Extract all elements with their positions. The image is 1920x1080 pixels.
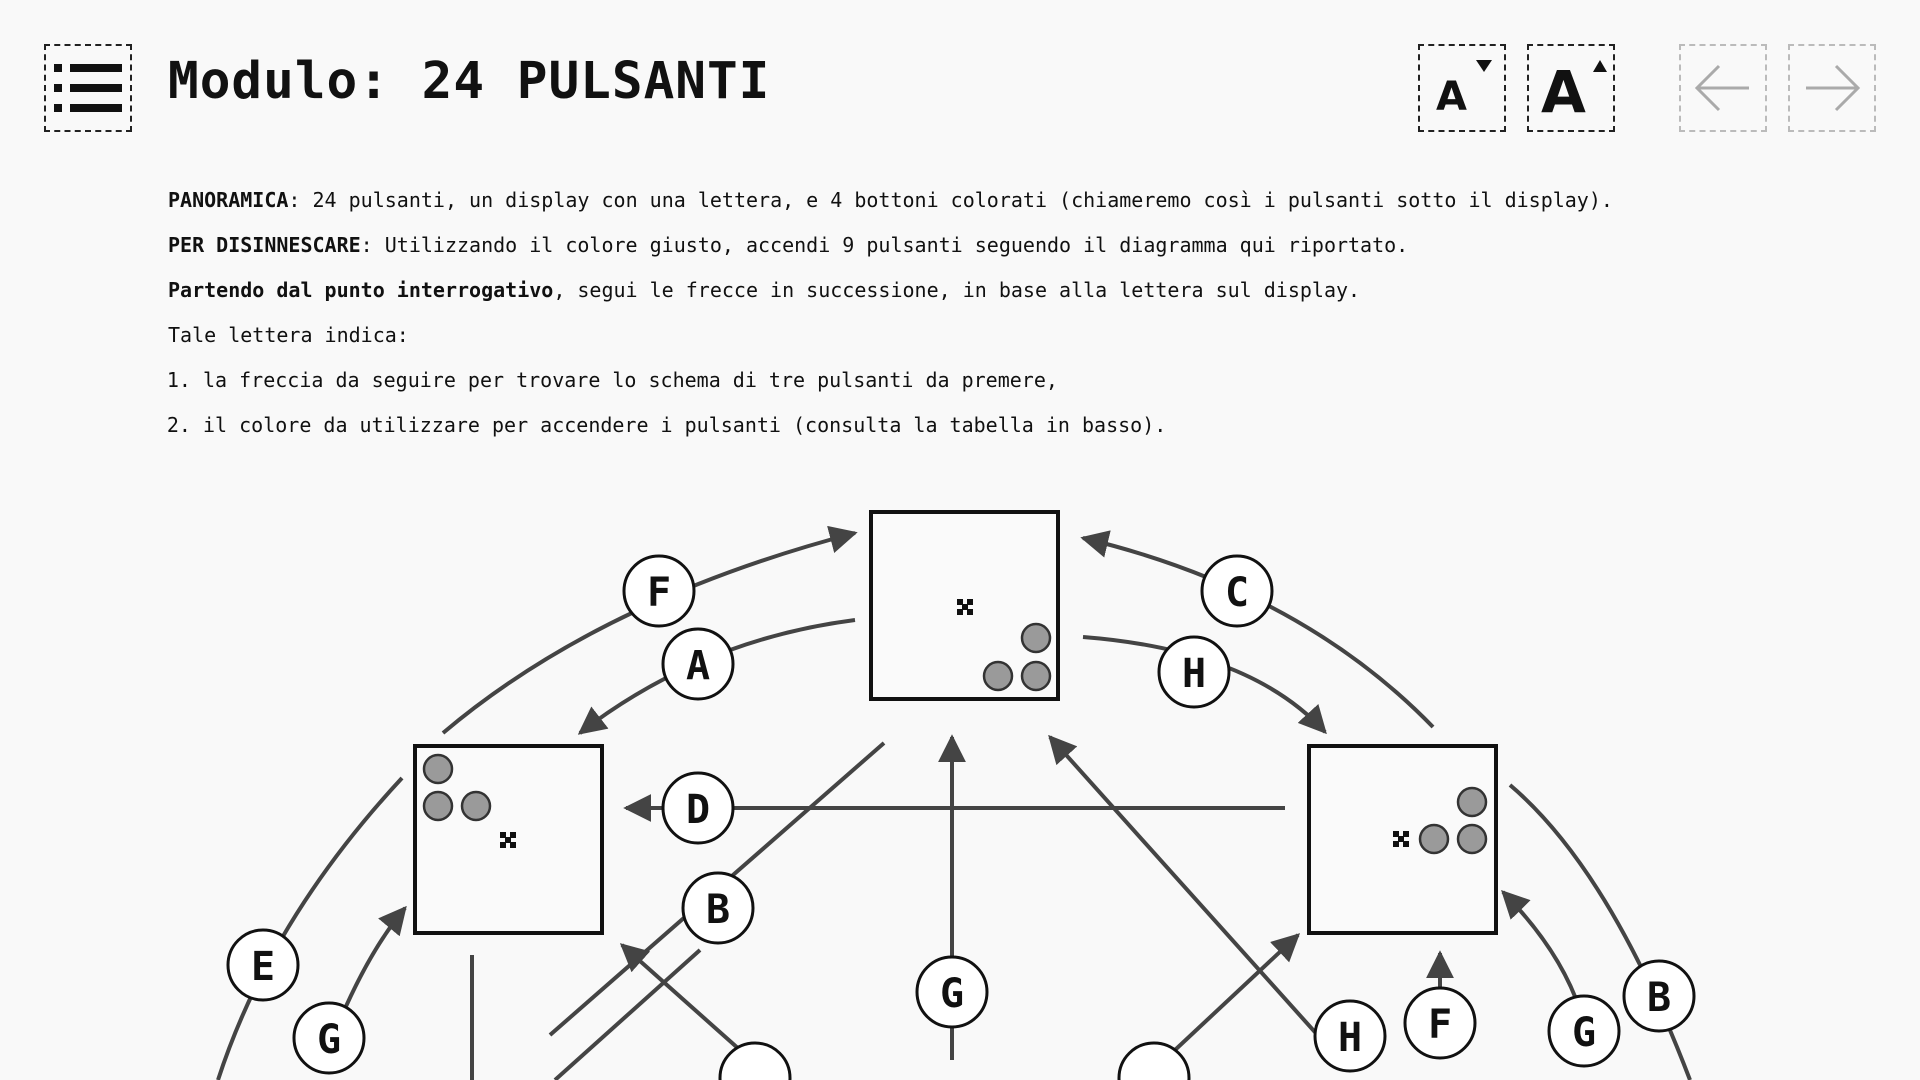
label-node: D <box>661 771 735 845</box>
label-letter: G <box>1572 1010 1596 1056</box>
font-increase-icon: A <box>1541 58 1607 126</box>
letter-intro: Tale lettera indica: <box>168 323 409 347</box>
label-letter: B <box>706 887 730 933</box>
module-instructions: PANORAMICA: 24 pulsanti, un display con … <box>168 178 1768 448</box>
label-letter: G <box>940 971 964 1017</box>
label-node: C <box>1200 554 1274 628</box>
label-node-partial <box>1117 1041 1191 1080</box>
list-item: la freccia da seguire per trovare lo sch… <box>203 358 1768 403</box>
label-letter: H <box>1182 651 1206 697</box>
defuse-text: : Utilizzando il colore giusto, accendi … <box>360 233 1409 257</box>
label-letter: C <box>1225 570 1249 616</box>
label-node: F <box>1403 986 1477 1060</box>
arrow-left-icon <box>1694 64 1749 112</box>
overview-text: : 24 pulsanti, un display con una letter… <box>288 188 1613 212</box>
overview-label: PANORAMICA <box>168 188 289 212</box>
label-letter: H <box>1338 1015 1362 1061</box>
overview-paragraph: PANORAMICA: 24 pulsanti, un display con … <box>168 178 1768 223</box>
header: Modulo: 24 PULSANTI A A <box>0 0 1920 132</box>
label-letter: G <box>317 1017 341 1063</box>
start-paragraph: Partendo dal punto interrogativo, segui … <box>168 268 1768 313</box>
list-icon <box>54 64 122 112</box>
page-title: Modulo: 24 PULSANTI <box>168 52 771 111</box>
label-node: A <box>661 627 735 701</box>
pattern-box-right <box>1307 744 1498 935</box>
label-node: H <box>1157 635 1231 709</box>
arrow-right-icon <box>1806 64 1861 112</box>
font-decrease-letter: A <box>1436 74 1467 120</box>
label-node-partial <box>718 1041 792 1080</box>
label-letter: F <box>647 570 671 616</box>
font-decrease-button[interactable]: A <box>1418 44 1506 132</box>
button-pattern-diagram: F A C H D B G E <box>216 510 1696 1080</box>
label-letter: B <box>1647 975 1671 1021</box>
font-decrease-icon: A <box>1436 60 1492 120</box>
label-node: G <box>1547 994 1621 1068</box>
font-increase-letter: A <box>1541 58 1586 126</box>
menu-button[interactable] <box>44 44 132 132</box>
diagram-labels: F A C H D B G E <box>226 554 1696 1080</box>
label-node: H <box>1313 999 1387 1073</box>
pattern-box-left <box>413 744 604 935</box>
previous-page-button[interactable] <box>1679 44 1767 132</box>
label-node: F <box>622 554 696 628</box>
label-letter: F <box>1428 1002 1452 1048</box>
label-node: B <box>1622 959 1696 1033</box>
label-node: E <box>226 928 300 1002</box>
instruction-list: la freccia da seguire per trovare lo sch… <box>168 358 1768 448</box>
pattern-box-top <box>869 510 1060 701</box>
label-node: G <box>292 1001 366 1075</box>
start-label: Partendo dal punto interrogativo <box>168 278 554 302</box>
next-page-button[interactable] <box>1788 44 1876 132</box>
defuse-paragraph: PER DISINNESCARE: Utilizzando il colore … <box>168 223 1768 268</box>
label-letter: D <box>686 787 710 833</box>
start-text: , segui le frecce in successione, in bas… <box>553 278 1361 302</box>
font-increase-button[interactable]: A <box>1527 44 1615 132</box>
label-letter: E <box>251 944 275 990</box>
defuse-label: PER DISINNESCARE <box>168 233 361 257</box>
diagram-connectors <box>216 525 1692 1080</box>
label-node: B <box>681 871 755 945</box>
label-node: G <box>915 955 989 1029</box>
list-item: il colore da utilizzare per accendere i … <box>203 403 1768 448</box>
label-letter: A <box>686 643 710 689</box>
